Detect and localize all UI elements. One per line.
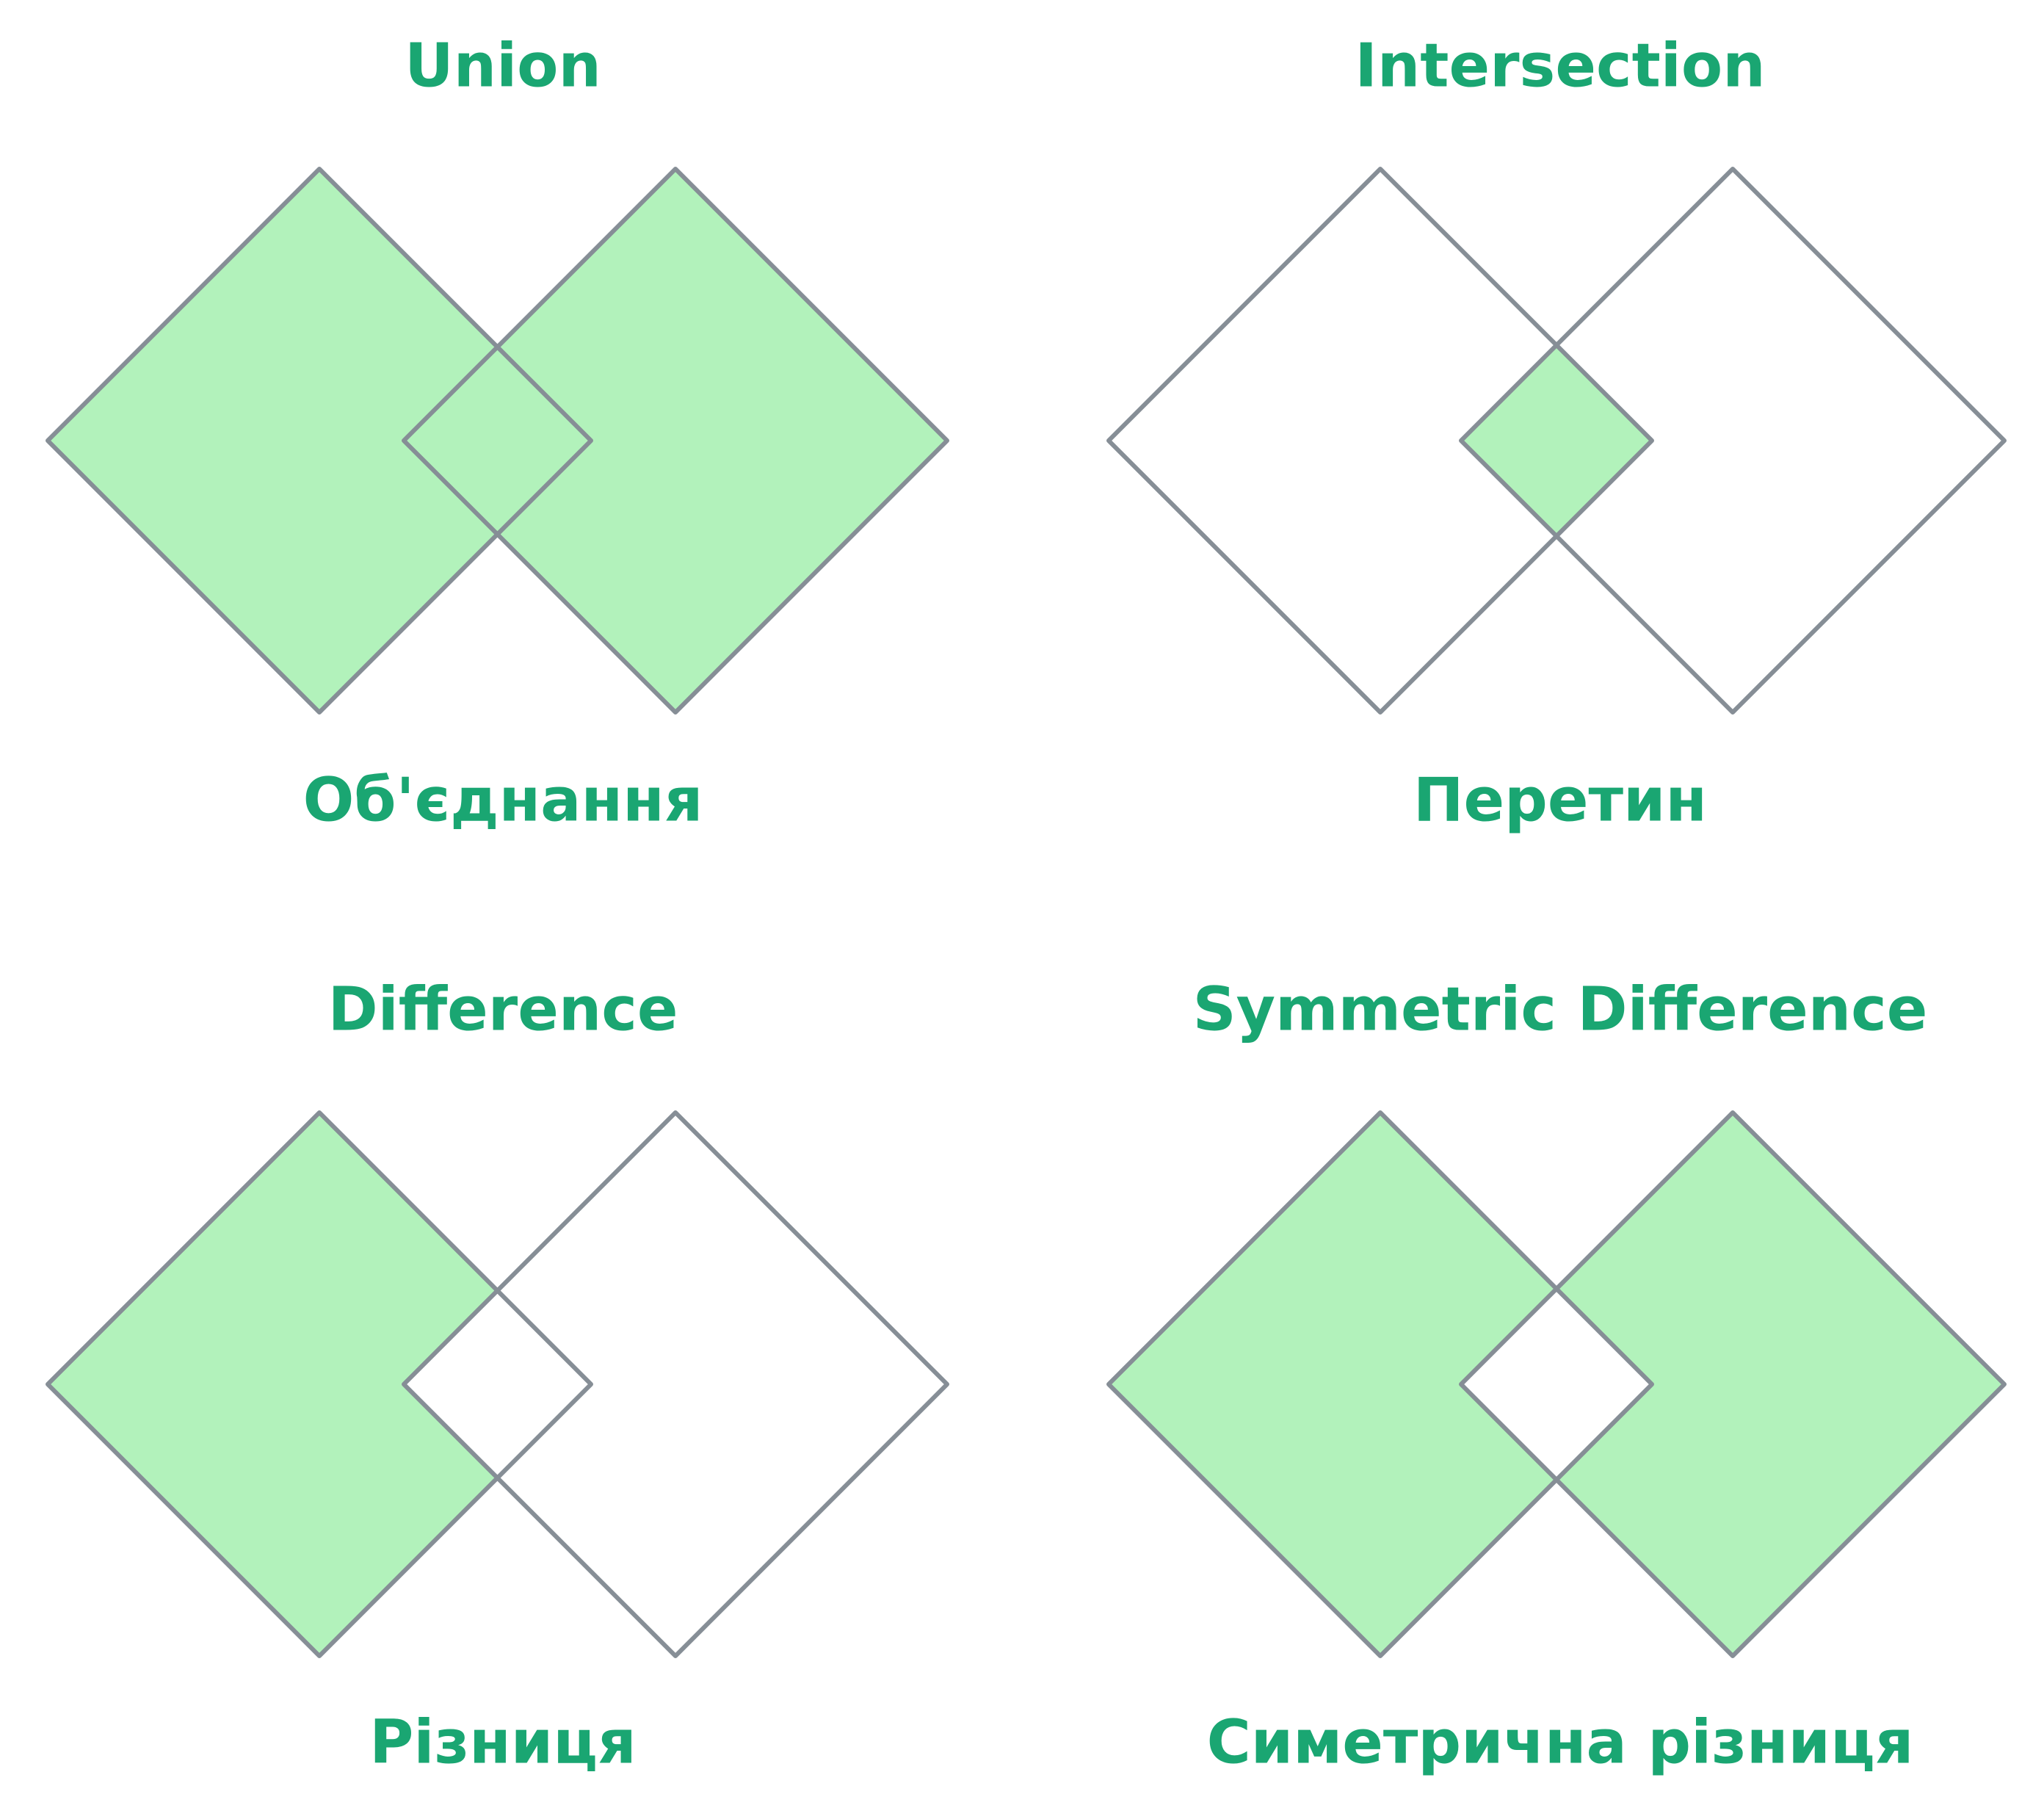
union-subtitle: Об'єднання: [303, 765, 703, 835]
union-right-square-outline: [402, 167, 949, 715]
intersection-title: Intersection: [1355, 31, 1765, 101]
intersection-left-square-outline: [1106, 167, 1654, 715]
symmetric-difference-fill-left-only: [1109, 1113, 1556, 1656]
difference-venn: [46, 1110, 949, 1658]
symmetric-difference-subtitle: Симетрична різниця: [1207, 1707, 1914, 1777]
union-fill-right-only: [497, 169, 947, 712]
intersection-fill-intersection: [1461, 345, 1652, 536]
intersection-subtitle: Перетин: [1413, 765, 1707, 835]
intersection-venn: [1106, 167, 2007, 715]
intersection-right-square-outline: [1459, 167, 2007, 715]
difference-right-square-outline: [402, 1110, 949, 1658]
symmetric-difference-title: Symmetric Difference: [1193, 974, 1928, 1044]
difference-title: Difference: [328, 974, 678, 1044]
difference-left-square-outline: [46, 1110, 593, 1658]
union-left-square-outline: [46, 167, 593, 715]
union-fill-left-only: [48, 169, 498, 712]
symmetric-difference-right-square-outline: [1459, 1110, 2007, 1658]
symmetric-difference-venn: [1106, 1110, 2007, 1658]
difference-fill-left-only: [48, 1113, 498, 1656]
difference-subtitle: Різниця: [369, 1707, 636, 1777]
panel-symmetric-difference: Symmetric Difference Симетрична різниця: [1106, 974, 2007, 1777]
union-venn: [46, 167, 949, 715]
symmetric-difference-fill-right-only: [1556, 1113, 2004, 1656]
panel-difference: Difference Різниця: [46, 974, 949, 1777]
panel-union: Union Об'єднання: [46, 31, 949, 835]
panel-intersection: Intersection Перетин: [1106, 31, 2007, 835]
symmetric-difference-left-square-outline: [1106, 1110, 1654, 1658]
union-title: Union: [405, 31, 601, 101]
